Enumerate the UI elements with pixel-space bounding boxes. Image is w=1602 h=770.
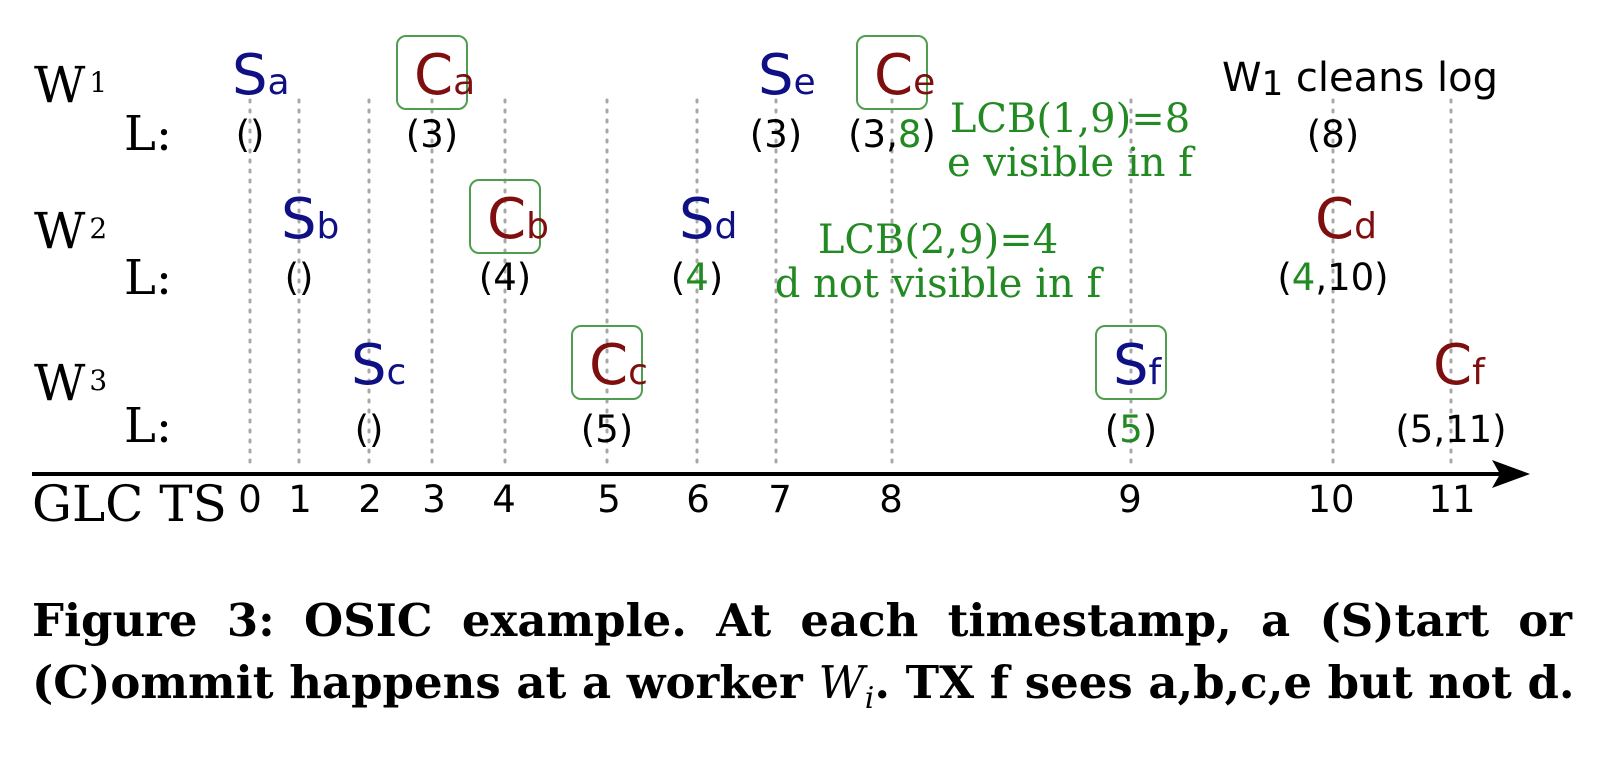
axis-tick-6: 6 [686,478,710,521]
caption-line-2-pre: (C)ommit happens at a worker [32,656,819,709]
event-sb: Sb() [281,187,339,299]
caption-line-2: (C)ommit happens at a worker Wi. TX f se… [32,652,1575,730]
event-label-sc: Sc [351,333,406,398]
log-entry-sb: () [285,256,314,299]
event-cd: Cd(4,10) [1277,187,1388,299]
log-entry-sd: (4) [671,256,723,299]
commit-box-ca [396,35,468,110]
log-entry-sc: () [355,408,384,451]
log-entry-cd: (4,10) [1277,256,1388,299]
log-label-w3: L: [124,398,172,454]
caption-line-2-post: . TX f sees a,b,c,e but not d. [874,656,1575,709]
event-label-cf: Cf [1433,333,1486,398]
axis-tick-0: 0 [238,478,262,521]
event-label-sf: Sf [1113,333,1163,398]
e-visible-note: e visible in f [947,140,1196,186]
axis-tick-7: 7 [768,478,792,521]
commit-box-ce [856,35,928,110]
lcb-1-9-label: LCB(1,9)=8 [950,96,1190,142]
log-label-w1: L: [124,106,172,162]
log-entry-ca: (3) [406,113,458,156]
axis-tick-11: 11 [1428,478,1475,521]
event-label-se: Se [758,43,816,108]
event-cb: Cb(4) [469,179,549,299]
commit-box-cc [571,325,643,400]
event-label-sd: Sd [679,187,737,252]
axis-tick-10: 10 [1307,478,1354,521]
axis-tick-3: 3 [422,478,446,521]
event-label-cb: Cb [487,187,549,252]
event-label-ca: Ca [414,43,475,108]
event-label-cd: Cd [1315,187,1377,252]
caption-var: Wi [818,656,875,716]
event-sc: Sc () [351,333,406,451]
axis-tick-8: 8 [879,478,903,521]
log-entry-cc: (5) [581,408,633,451]
event-cc: Cc (5) [571,325,648,451]
axis-tick-2: 2 [358,478,382,521]
event-cf: Cf (5,11) [1395,333,1506,451]
commit-box-sf [1095,325,1167,400]
log-entry-cf: (5,11) [1395,408,1506,451]
log-label-w2: L: [124,250,172,306]
log-entry-se: (3) [750,113,802,156]
log-entry-sf: (5) [1105,408,1157,451]
log-entry-sa: () [236,113,265,156]
timestamp-guides [248,98,1453,470]
event-label-sa: Sa [232,43,290,108]
events: Sa()Sb()Sc()Ca(3)Cb(4)Cc(5)Sd(4)Se(3)Ce(… [232,35,1507,451]
axis-tick-4: 4 [492,478,516,521]
d-not-visible-note: d not visible in f [775,261,1105,307]
event-label-cc: Cc [589,333,648,398]
axis-tick-9: 9 [1118,478,1142,521]
axis-tick-5: 5 [597,478,621,521]
event-sa: Sa () [232,43,290,156]
lcb-2-9-label: LCB(2,9)=4 [818,217,1058,263]
event-label-ce: Ce [874,43,935,108]
caption-line-1: Figure 3: OSIC example. At each timestam… [32,594,1572,647]
commit-box-cb [469,179,541,254]
axis-label: GLC TS [32,475,227,533]
w1-cleans-log-note: W1 cleans log [1222,55,1498,104]
event-se: Se (3) [750,43,816,156]
event-ca: Ca (3) [396,35,475,156]
event-label-sb: Sb [281,187,339,252]
log-entry-cb: (4) [479,256,531,299]
event-sd: Sd(4) [671,187,738,299]
annotations: LCB(1,9)=8e visible in f LCB(2,9)=4d not … [775,55,1498,307]
log-entry-ce: (3,8) [848,113,936,156]
event-ce: Ce (3,8) [848,35,936,156]
axis-tick-1: 1 [288,478,312,521]
event-sf: Sf (5) [1095,325,1167,451]
axis-arrowhead [1492,460,1530,488]
w1-cleaned-log-entry: (8) [1307,113,1359,156]
figure-caption: Figure 3: OSIC example. At each timestam… [32,590,1575,730]
